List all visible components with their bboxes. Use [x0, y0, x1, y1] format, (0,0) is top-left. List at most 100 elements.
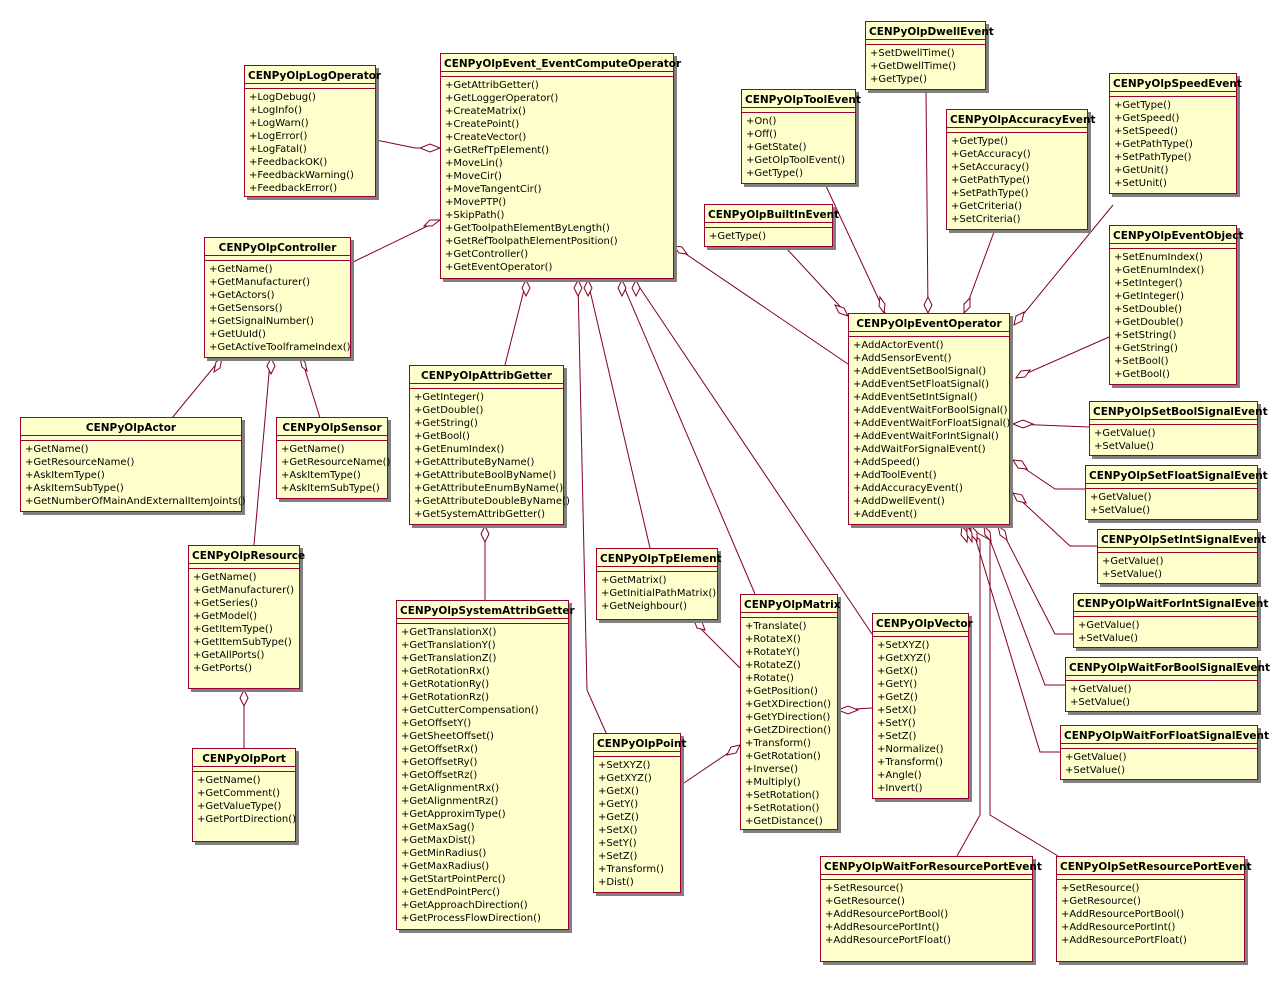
operation: +FeedbackWarning() [249, 170, 354, 181]
operation: +GetString() [414, 418, 478, 429]
class-eventobject[interactable]: CENPyOlpEventObject+SetEnumIndex()+GetEn… [1109, 225, 1243, 385]
operation: +SetXYZ() [877, 640, 930, 651]
operation: +GetValueType() [197, 801, 282, 812]
class-port[interactable]: CENPyOlpPort+GetName()+GetComment()+GetV… [192, 748, 296, 842]
attributes-compartment [410, 384, 563, 389]
operation: +GetAttributeEnumByName() [414, 483, 564, 494]
operation: +GetDwellTime() [870, 61, 957, 72]
operation: +LogInfo() [249, 105, 302, 116]
operation: +SetValue() [1065, 765, 1126, 776]
attributes-compartment [1086, 484, 1257, 489]
aggregation-diamond [963, 296, 971, 315]
operations-compartment: +GetType()+GetAccuracy()+SetAccuracy()+G… [947, 133, 1087, 229]
operation: +AddEventSetFloatSignal() [853, 379, 990, 390]
class-eventcomputeoperator[interactable]: CENPyOlpEvent_EventComputeOperator+GetAt… [440, 53, 681, 279]
operations-compartment: +SetResource()+GetResource()+AddResource… [821, 880, 1032, 950]
operation: +Multiply() [745, 777, 801, 788]
operation: +SkipPath() [445, 210, 505, 221]
operations-compartment: +SetEnumIndex()+GetEnumIndex()+SetIntege… [1110, 249, 1236, 384]
operation: +GetActiveToolframeIndex() [209, 342, 351, 353]
operation: +GetOffsetRz() [401, 770, 478, 781]
class-actor[interactable]: CENPyOlpActor+GetName()+GetResourceName(… [20, 417, 246, 512]
operation: +Invert() [877, 783, 923, 794]
class-name: CENPyOlpTpElement [597, 549, 722, 567]
operation: +GetApproximType() [401, 809, 506, 820]
operation: +GetAccuracy() [951, 149, 1031, 160]
class-speedevent[interactable]: CENPyOlpSpeedEvent+GetType()+GetSpeed()+… [1109, 73, 1242, 194]
operation: +RotateY() [745, 647, 801, 658]
class-attribgetter[interactable]: CENPyOlpAttribGetter+GetInteger()+GetDou… [409, 365, 570, 525]
operation: +GetNumberOfMainAndExternalItemJoints() [25, 496, 246, 507]
class-builtinevent[interactable]: CENPyOlpBuiltInEvent+GetType() [704, 204, 839, 247]
operation: +GetDouble() [1114, 317, 1184, 328]
operation: +GetPorts() [193, 663, 253, 674]
operation: +SetDouble() [1114, 304, 1183, 315]
class-setboolsignalevent[interactable]: CENPyOlpSetBoolSignalEvent+GetValue()+Se… [1089, 401, 1268, 456]
class-accuracyevent[interactable]: CENPyOlpAccuracyEvent+GetType()+GetAccur… [946, 109, 1095, 230]
operations-compartment: +GetValue()+SetValue() [1066, 681, 1257, 712]
operation: +Dist() [598, 877, 634, 888]
assoc-waitfloat-evop [971, 526, 1060, 753]
class-resource[interactable]: CENPyOlpResource+GetName()+GetManufactur… [188, 545, 305, 689]
attributes-compartment [193, 767, 295, 772]
operation: +GetManufacturer() [193, 585, 294, 596]
operation: +Transform() [877, 757, 943, 768]
operation: +GetRefTpElement() [445, 145, 550, 156]
operation: +GetX() [877, 666, 918, 677]
operation: +SetResource() [825, 883, 904, 894]
aggregation-diamond [266, 356, 276, 376]
operation: +SetValue() [1102, 569, 1163, 580]
operation: +GetItemType() [193, 624, 273, 635]
class-matrix[interactable]: CENPyOlpMatrix+Translate()+RotateX()+Rot… [740, 594, 841, 830]
class-setfloatsignalevent[interactable]: CENPyOlpSetFloatSignalEvent+GetValue()+S… [1085, 465, 1268, 520]
assoc-setfloat-evop [1014, 461, 1085, 490]
class-name: CENPyOlpEvent_EventComputeOperator [441, 54, 681, 72]
class-name: CENPyOlpSetFloatSignalEvent [1086, 466, 1268, 484]
class-dwellevent[interactable]: CENPyOlpDwellEvent+SetDwellTime()+GetDwe… [865, 21, 994, 90]
operation: +GetUnit() [1114, 165, 1169, 176]
operations-compartment: +GetValue()+SetValue() [1098, 553, 1257, 584]
operation: +GetRefToolpathElementPosition() [445, 236, 618, 247]
class-point[interactable]: CENPyOlpPoint+SetXYZ()+GetXYZ()+GetX()+G… [593, 733, 686, 893]
assoc-dwell-evop [925, 89, 929, 314]
class-toolevent[interactable]: CENPyOlpToolEvent+On()+Off()+GetState()+… [741, 89, 861, 184]
operation: +GetX() [598, 786, 639, 797]
operation: +SetCriteria() [951, 214, 1021, 225]
class-waitforboolsignalevent[interactable]: CENPyOlpWaitForBoolSignalEvent+GetValue(… [1065, 657, 1270, 712]
operation: +AskItemSubType() [281, 483, 380, 494]
operation: +MovePTP() [445, 197, 507, 208]
class-systemattribgetter[interactable]: CENPyOlpSystemAttribGetter+GetTranslatio… [396, 600, 575, 930]
class-setresourceportevent[interactable]: CENPyOlpSetResourcePortEvent+SetResource… [1056, 856, 1252, 962]
operations-compartment: +GetTranslationX()+GetTranslationY()+Get… [397, 624, 568, 928]
attributes-compartment [21, 436, 241, 441]
operation: +AddResourcePortFloat() [825, 935, 951, 946]
class-name: CENPyOlpWaitForResourcePortEvent [821, 857, 1042, 875]
operation: +AskItemSubType() [25, 483, 124, 494]
class-waitforintsignalevent[interactable]: CENPyOlpWaitForIntSignalEvent+GetValue()… [1073, 593, 1268, 648]
operation: +Rotate() [745, 673, 794, 684]
class-controller[interactable]: CENPyOlpController+GetName()+GetManufact… [204, 237, 351, 358]
aggregation-diamond [834, 304, 849, 317]
class-logoperator[interactable]: CENPyOlpLogOperator+LogDebug()+LogInfo()… [244, 65, 381, 197]
class-setintsignalevent[interactable]: CENPyOlpSetIntSignalEvent+GetValue()+Set… [1097, 529, 1266, 584]
operation: +SetEnumIndex() [1114, 252, 1203, 263]
operation: +GetName() [197, 775, 261, 786]
operation: +GetStartPointPerc() [401, 874, 506, 885]
operation: +RotateZ() [745, 660, 801, 671]
operation: +GetInteger() [414, 392, 484, 403]
class-name: CENPyOlpAttribGetter [410, 366, 563, 384]
aggregation-diamond [693, 619, 706, 631]
class-waitforresourceportevent[interactable]: CENPyOlpWaitForResourcePortEvent +SetReso… [820, 856, 1042, 962]
aggregation-diamond [480, 524, 490, 544]
operation: +GetY() [877, 679, 918, 690]
operation: +GetComment() [197, 788, 280, 799]
class-sensor[interactable]: CENPyOlpSensor+GetName()+GetResourceName… [276, 417, 390, 499]
assoc-compute-evop [673, 245, 849, 365]
class-vector[interactable]: CENPyOlpVector+SetXYZ()+GetXYZ()+GetX()+… [872, 613, 973, 799]
operation: +GetBool() [1114, 369, 1170, 380]
aggregation-diamond [1013, 311, 1025, 326]
operation: +SetRotation() [745, 803, 820, 814]
class-tpelement[interactable]: CENPyOlpTpElement+GetMatrix()+GetInitial… [596, 548, 722, 620]
class-eventoperator[interactable]: CENPyOlpEventOperator+AddActorEvent()+Ad… [848, 313, 1010, 525]
class-waitforfloatsignalevent[interactable]: CENPyOlpWaitForFloatSignalEvent+GetValue… [1060, 725, 1269, 780]
